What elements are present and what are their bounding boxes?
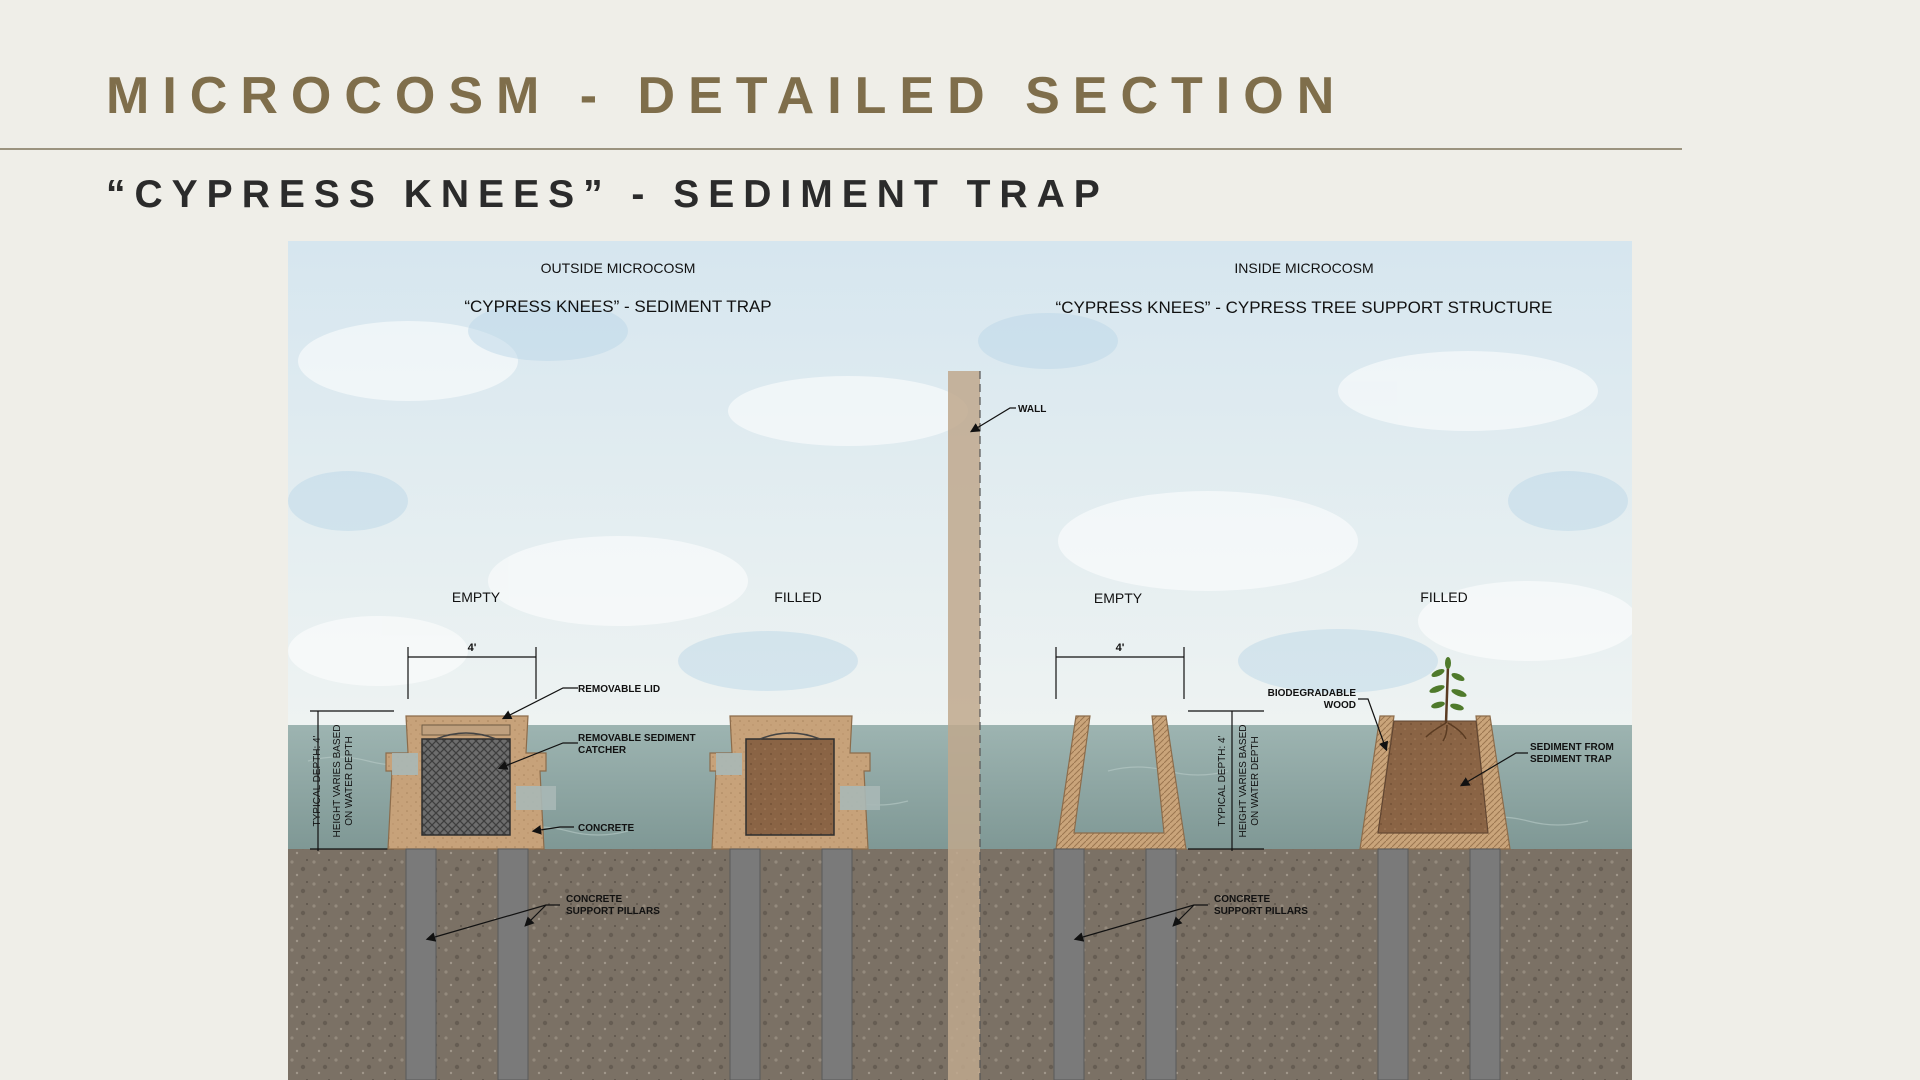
sky-blue-patches [288,301,1628,693]
sediment-fill [1377,720,1489,834]
filled-sediment-trap [709,715,880,850]
left-panel-heading: OUTSIDE MICROCOSM [541,260,696,276]
page-subtitle: “CYPRESS KNEES” - SEDIMENT TRAP [106,173,1109,216]
right-depth-line [1188,710,1264,851]
right-dimension-label: 4' [1116,642,1125,654]
filled-sediment-catcher [745,738,835,836]
right-panel-title: “CYPRESS KNEES” - CYPRESS TREE SUPPORT S… [1056,298,1553,317]
callout-wood-leader [1358,698,1389,752]
callout-lid-leader [501,687,578,720]
callout-sediment-2: SEDIMENT TRAP [1530,754,1612,765]
wall-label: WALL [1018,404,1046,415]
left-dimension-label: 4' [468,642,477,654]
callout-wood-1: BIODEGRADABLE [1268,688,1357,699]
left-depth-line [310,710,394,851]
callout-catcher-leader [497,742,578,770]
left-depth-note-1: TYPICAL DEPTH: 4' [312,735,323,826]
right-panel: INSIDE MICROCOSM “CYPRESS KNEES” - CYPRE… [1053,260,1614,1080]
callout-pillars-left-1: CONCRETE [566,894,622,905]
left-panel: OUTSIDE MICROCOSM “CYPRESS KNEES” - SEDI… [310,260,880,1080]
left-dimension-line [407,647,537,699]
cypress-sapling [1425,657,1467,742]
callout-lid: REMOVABLE LID [578,684,660,695]
right-depth-note-2: HEIGHT VARIES BASED [1238,725,1249,838]
page-title: MICROCOSM - DETAILED SECTION [106,67,1348,125]
right-depth-note-1: TYPICAL DEPTH: 4' [1217,735,1228,826]
callout-catcher-2: CATCHER [578,745,627,756]
callout-pillars-leader-b [524,904,547,927]
callout-concrete-leader [531,825,574,835]
callout-catcher-1: REMOVABLE SEDIMENT [578,733,696,744]
right-panel-heading: INSIDE MICROCOSM [1234,260,1373,276]
empty-sediment-trap [385,715,556,850]
left-depth-note-2: HEIGHT VARIES BASED [332,725,343,838]
callout-wood-2: WOOD [1324,700,1356,711]
right-empty-label: EMPTY [1094,590,1143,606]
empty-wood-structure [1055,715,1187,850]
sky-clouds [288,321,1632,686]
callout-pillars-left-2: SUPPORT PILLARS [566,906,660,917]
callout-sediment-1: SEDIMENT FROM [1530,742,1614,753]
callout-concrete: CONCRETE [578,823,634,834]
wall [948,371,981,1080]
filled-wood-structure [1359,715,1511,850]
section-drawing: OUTSIDE MICROCOSM “CYPRESS KNEES” - SEDI… [288,241,1632,1080]
right-dimension-line [1055,647,1185,699]
left-filled-label: FILLED [774,589,821,605]
left-empty-label: EMPTY [452,589,501,605]
left-support-pillars [405,848,853,1080]
right-support-pillars [1053,848,1501,1080]
callout-pillars-right-leader-b [1172,904,1195,927]
empty-sediment-catcher [421,738,511,836]
title-divider [0,148,1682,150]
callout-pillars-right-1: CONCRETE [1214,894,1270,905]
right-filled-label: FILLED [1420,589,1467,605]
right-depth-note-3: ON WATER DEPTH [1250,736,1261,825]
wall-callout-leader [969,407,1016,433]
callout-sediment-leader [1459,752,1528,787]
left-depth-note-3: ON WATER DEPTH [344,736,355,825]
callout-pillars-right-2: SUPPORT PILLARS [1214,906,1308,917]
left-panel-title: “CYPRESS KNEES” - SEDIMENT TRAP [464,297,771,316]
